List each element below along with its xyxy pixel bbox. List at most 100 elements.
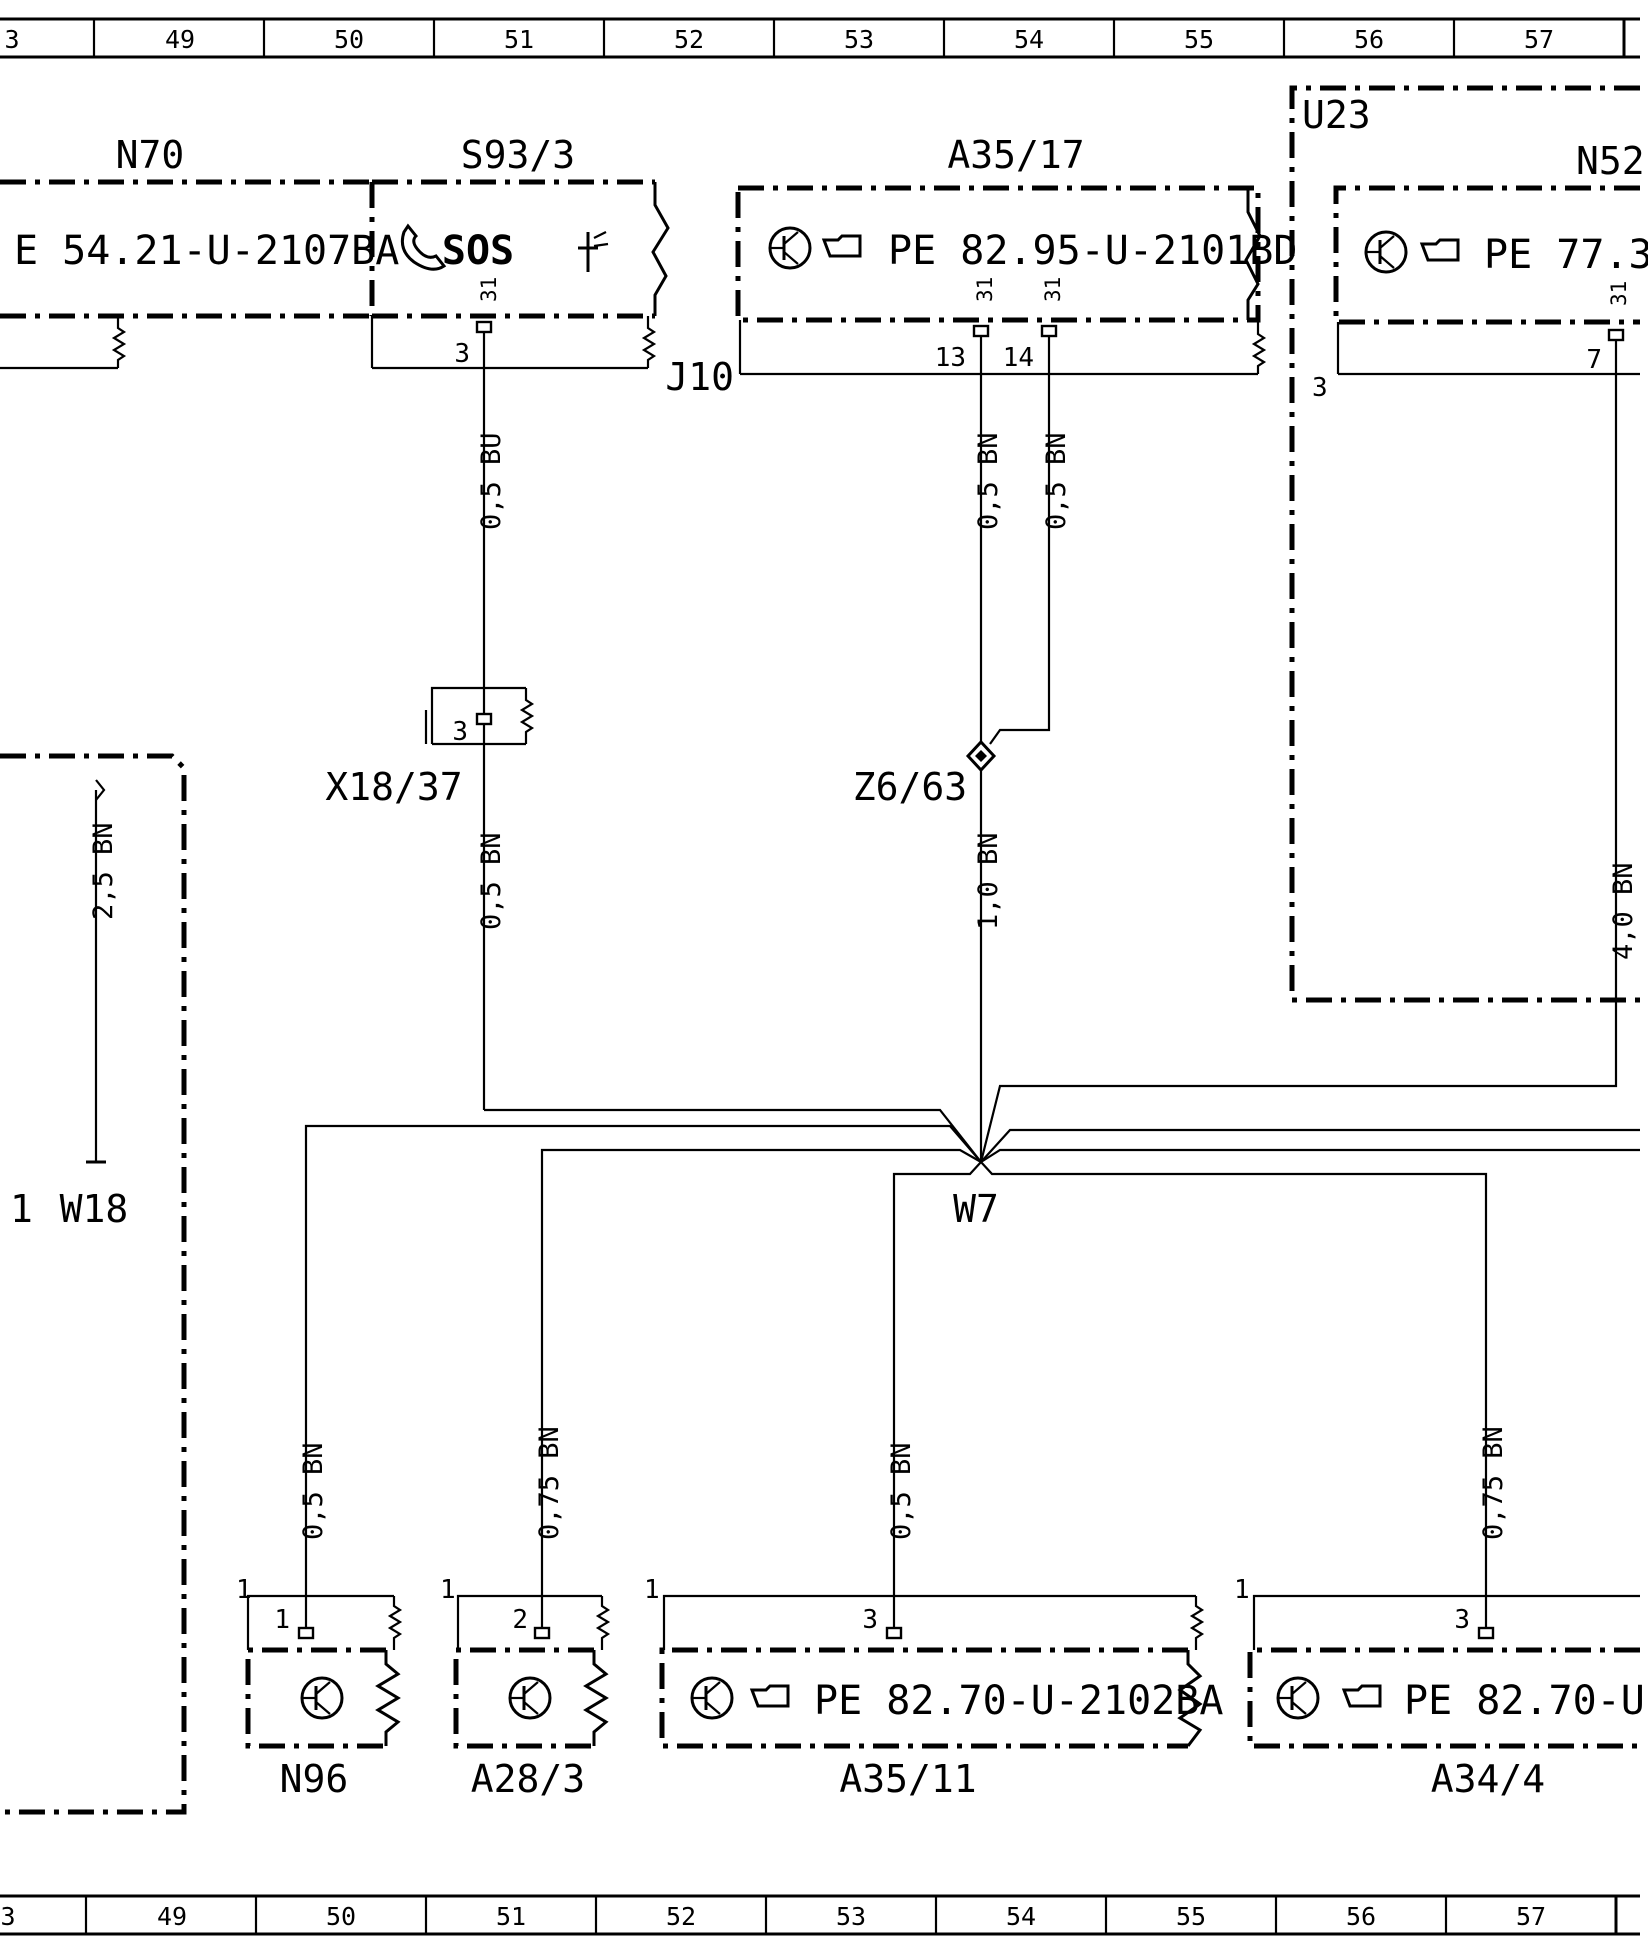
component-a35-17[interactable]: A35/17 PE 82.95-U-2101BD J10 31 31 13 14 [665,133,1297,399]
pin-connector [1040,324,1058,338]
component-u23[interactable]: U23 [1289,85,1640,1003]
transistor-icon [1276,1676,1320,1720]
pin-31: 31 [973,277,997,302]
pin-connector [1607,328,1625,342]
pin-connector [297,1626,315,1640]
component-w18-area[interactable]: 2,5 BN 1 W18 [0,753,187,1815]
pin-number: 3 [452,717,468,747]
wire-end-icon [95,779,106,801]
resistor-zigzag-icon [375,1650,401,1746]
component-label: W18 [60,1187,129,1231]
pin-connector [475,320,493,334]
resistor-zigzag-icon [583,1650,609,1746]
ruler-col: 53 [844,25,874,54]
component-a35-11[interactable]: 1 3 PE 82.70-U-2102BA A35/11 [644,1575,1223,1801]
wire-label: 0,5 BN [298,1442,329,1540]
component-a34-4[interactable]: 1 3 PE 82.70-U- A34/4 [1234,1575,1648,1801]
wire-label: 1,0 BN [973,832,1004,930]
ruler-col: 52 [674,25,704,54]
component-label: W7 [953,1187,999,1231]
wire-label: 2,5 BN [88,822,119,920]
wire-label: 0,5 BN [973,432,1004,530]
resistor-zigzag-icon [111,316,127,368]
wire-label: 0,75 BN [1478,1426,1509,1540]
component-label: J10 [665,355,734,399]
wire-label: 0,5 BN [1041,432,1072,530]
ground-w7[interactable]: W7 [304,1108,1640,1620]
ruler-col: 3 [0,1902,15,1931]
bottom-ruler: 3 49 50 51 52 53 54 55 56 57 [0,1894,1640,1936]
pointing-hand-icon [1341,1684,1382,1708]
ruler-col: 51 [496,1902,526,1931]
component-ref: PE 82.70-U- [1404,1678,1648,1724]
component-n70[interactable]: N70 E 54.21-U-2107BA [0,133,399,370]
pin-number: 3 [454,339,470,369]
ruler-col: 3 [4,25,19,54]
splice-center [975,750,987,762]
component-label: A35/17 [947,133,1084,177]
resistor-zigzag-icon [1189,1596,1205,1650]
pin-number: 7 [1586,345,1602,375]
transistor-icon [300,1676,344,1720]
component-label: A28/3 [471,1757,585,1801]
wire-label: 0,5 BU [476,432,507,530]
break-edge [1244,188,1262,320]
component-n96[interactable]: 1 1 N96 [236,1575,403,1801]
component-label: S93/3 [461,133,575,177]
transistor-icon [1364,230,1408,274]
component-label: A35/11 [839,1757,976,1801]
resistor-zigzag-icon [519,688,535,744]
component-ref: PE 82.95-U-2101BD [888,228,1297,274]
component-label: N70 [116,133,185,177]
ruler-col: 54 [1006,1902,1036,1931]
pin-number: 3 [1454,1605,1470,1635]
pin-number: 14 [1003,343,1034,373]
ruler-col: 50 [326,1902,356,1931]
ruler-col: 55 [1176,1902,1206,1931]
pin-connector [533,1626,551,1640]
sos-light-icon [578,231,609,272]
top-ruler: 3 49 50 51 52 53 54 55 56 57 [0,17,1640,59]
ruler-col: 56 [1346,1902,1376,1931]
pin-number: 1 [10,1187,33,1231]
sos-text: SOS [442,228,514,274]
component-a28-3[interactable]: 1 2 A28/3 [440,1575,611,1801]
pin-connector [972,324,990,338]
pin-number: 1 [236,1575,252,1605]
component-x18-37[interactable]: 3 X18/37 [325,686,535,809]
ruler-col: 53 [836,1902,866,1931]
component-ref: PE 77.3 [1484,232,1648,278]
ruler-col: 50 [334,25,364,54]
wire-label: 4,0 BN [1608,862,1639,960]
transistor-icon [690,1676,734,1720]
component-z6-63[interactable]: Z6/63 [853,739,997,809]
resistor-zigzag-icon [595,1596,611,1650]
transistor-icon [768,226,812,270]
resistor-zigzag-icon [641,316,657,368]
wire-label: 0,5 BN [886,1442,917,1540]
component-ref: E 54.21-U-2107BA [14,228,399,274]
pin-connector [475,712,493,726]
phone-icon [400,223,447,271]
connector-housing [430,686,526,744]
pin-number: 13 [935,343,966,373]
resistor-zigzag-icon [387,1596,403,1650]
break-edge [1177,1650,1203,1747]
component-n52[interactable]: N52 PE 77.3 3 31 7 [1312,139,1648,403]
component-label: X18/37 [325,765,462,809]
component-label: U23 [1302,93,1371,137]
component-label: Z6/63 [853,765,967,809]
pin-31: 31 [477,277,501,302]
resistor-zigzag-icon [1251,320,1267,374]
pin-connector [885,1626,903,1640]
pin-31: 31 [1041,277,1065,302]
break-edge [651,182,670,316]
ruler-col: 54 [1014,25,1044,54]
ruler-col: 57 [1516,1902,1546,1931]
pointing-hand-icon [821,234,862,258]
pin-number: 3 [1312,373,1328,403]
component-label: N52 [1576,139,1645,183]
component-s93-3[interactable]: S93/3 SOS 31 3 [369,133,670,402]
pointing-hand-icon [749,1684,790,1708]
